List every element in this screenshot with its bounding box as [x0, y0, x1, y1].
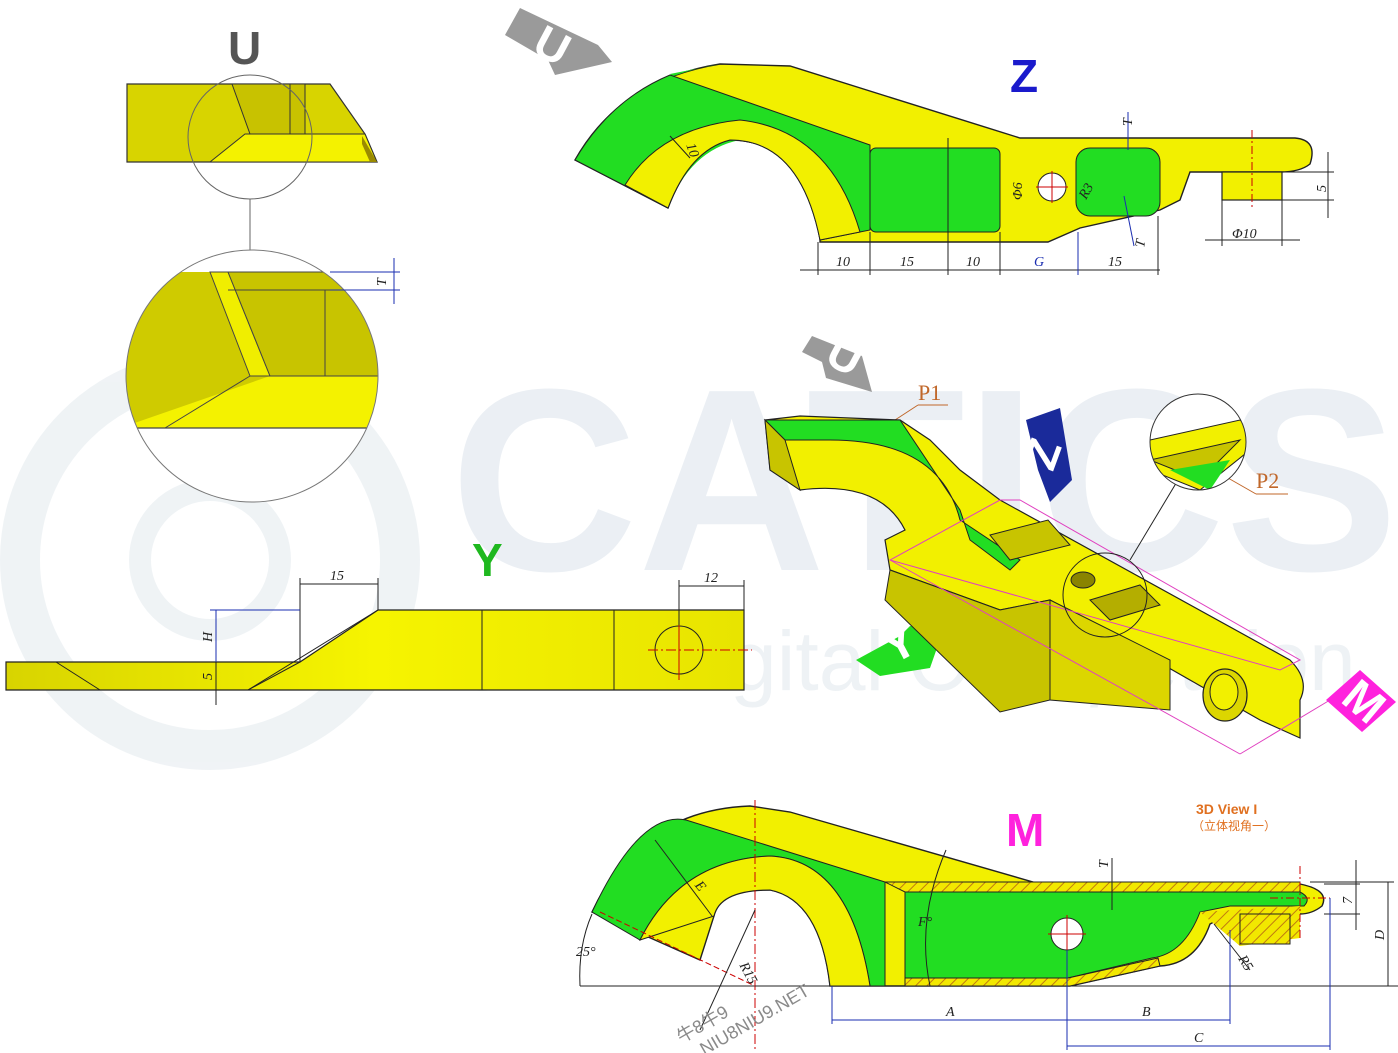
dim-m-7: 7: [1341, 896, 1356, 904]
dim-z-g: G: [1034, 255, 1044, 270]
title-en: 3D View I: [1196, 801, 1257, 817]
view-z-arrow: U: [505, 8, 612, 76]
dim-y-12: 12: [704, 571, 718, 586]
view-y-dimensions: 15 12 H 5: [201, 569, 745, 705]
iso-z-arrow: Z: [1013, 408, 1072, 502]
dim-m-a: A: [945, 1005, 955, 1020]
dim-z-5: 5: [1315, 185, 1330, 192]
dim-z-t-bot: T: [1133, 237, 1149, 248]
dim-m-c: C: [1194, 1031, 1204, 1046]
dim-m-r15: R15: [735, 959, 759, 987]
dim-y-h: H: [201, 631, 216, 643]
view-u-part: [126, 74, 378, 250]
dim-z-15b: 15: [1108, 255, 1122, 270]
view-z-dimensions: 10 15 10 G 15 10 Φ6 R3 T T 5 Φ10: [669, 112, 1334, 275]
view-u-label: U: [228, 22, 261, 74]
view-y-label: Y: [472, 534, 503, 586]
title-zh: （立体视角一）: [1192, 818, 1276, 833]
dim-m-f: F°: [917, 915, 933, 930]
iso-u-arrow: U: [802, 325, 872, 392]
view-u-detail: T: [125, 249, 400, 503]
dim-z-t-top: T: [1121, 117, 1136, 126]
iso-part: [763, 415, 1331, 755]
iso-y-arrow: Y: [856, 613, 944, 676]
dim-m-25: 25°: [576, 945, 596, 960]
dim-z-phi6: Φ6: [1011, 182, 1026, 200]
callout-p1: P1: [918, 380, 941, 405]
dim-m-r5: R5: [1234, 952, 1255, 974]
dim-z-r3: R3: [1076, 181, 1097, 203]
dim-m-d: D: [1373, 930, 1388, 941]
dim-y-15: 15: [330, 569, 344, 584]
dim-z-10a: 10: [836, 255, 850, 270]
callout-p2: P2: [1256, 468, 1279, 493]
dim-z-10r: 10: [682, 141, 701, 159]
dim-y-5: 5: [201, 673, 216, 680]
view-m-part: [580, 800, 1398, 1050]
iso-detail-p2: [1149, 393, 1247, 491]
dim-z-phi10: Φ10: [1232, 227, 1257, 242]
dim-u-t: T: [375, 277, 390, 286]
view-y-part: [5, 609, 752, 691]
dim-m-b: B: [1142, 1005, 1151, 1020]
dim-z-10b: 10: [966, 255, 980, 270]
view-m-label: M: [1006, 804, 1044, 856]
dim-m-t: T: [1097, 859, 1112, 868]
view-z-label: Z: [1010, 50, 1038, 102]
dim-z-15a: 15: [900, 255, 914, 270]
